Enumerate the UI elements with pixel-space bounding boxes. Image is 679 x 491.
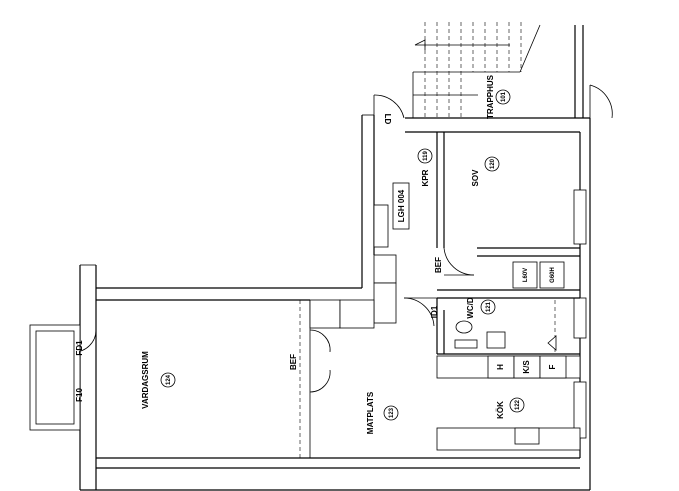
label-g60h: G60H bbox=[550, 267, 556, 283]
svg-text:101: 101 bbox=[501, 91, 507, 102]
svg-text:KPR: KPR bbox=[421, 169, 430, 186]
svg-text:120: 120 bbox=[490, 158, 496, 169]
label-f: F bbox=[548, 364, 557, 369]
room-label-wcd: WC/D 121 bbox=[466, 297, 496, 319]
label-id1: ID1 bbox=[430, 305, 439, 318]
room-label-kok: KÖK 122 bbox=[496, 397, 525, 419]
label-fd1: FD1 bbox=[75, 340, 84, 356]
svg-text:LGH 004: LGH 004 bbox=[397, 189, 406, 222]
room-label-matplats: MATPLATS 123 bbox=[366, 391, 399, 434]
balcony bbox=[29, 324, 81, 431]
svg-text:122: 122 bbox=[515, 399, 521, 410]
label-ld: LD bbox=[383, 114, 392, 125]
svg-text:123: 123 bbox=[389, 407, 395, 418]
room-label-trapphus: TRAPPHUS 101 bbox=[486, 74, 511, 119]
label-bef-hall: BEF bbox=[434, 257, 443, 273]
room-label-vardagsrum: VARDAGSRUM 124 bbox=[141, 351, 176, 409]
label-h: H bbox=[496, 364, 505, 370]
svg-text:VARDAGSRUM: VARDAGSRUM bbox=[141, 351, 150, 409]
room-label-kpr: KPR 119 bbox=[417, 148, 433, 186]
apartment-label: LGH 004 bbox=[392, 182, 410, 230]
walls bbox=[79, 114, 591, 491]
label-f10: F10 bbox=[75, 388, 84, 402]
label-ks: K/S bbox=[522, 360, 531, 374]
svg-text:119: 119 bbox=[423, 151, 429, 161]
svg-text:WC/D: WC/D bbox=[466, 297, 475, 319]
svg-text:MATPLATS: MATPLATS bbox=[366, 391, 375, 434]
svg-text:TRAPPHUS: TRAPPHUS bbox=[486, 74, 495, 119]
label-l60v: L60V bbox=[523, 268, 529, 282]
label-bef-living: BEF bbox=[289, 354, 298, 370]
fixtures bbox=[309, 204, 581, 451]
svg-text:KÖK: KÖK bbox=[496, 401, 505, 419]
svg-text:121: 121 bbox=[486, 301, 492, 312]
doors bbox=[73, 84, 613, 393]
svg-text:124: 124 bbox=[166, 374, 172, 385]
svg-text:SOV: SOV bbox=[471, 169, 480, 187]
staircase bbox=[412, 22, 584, 118]
room-label-sov: SOV 120 bbox=[471, 156, 500, 187]
